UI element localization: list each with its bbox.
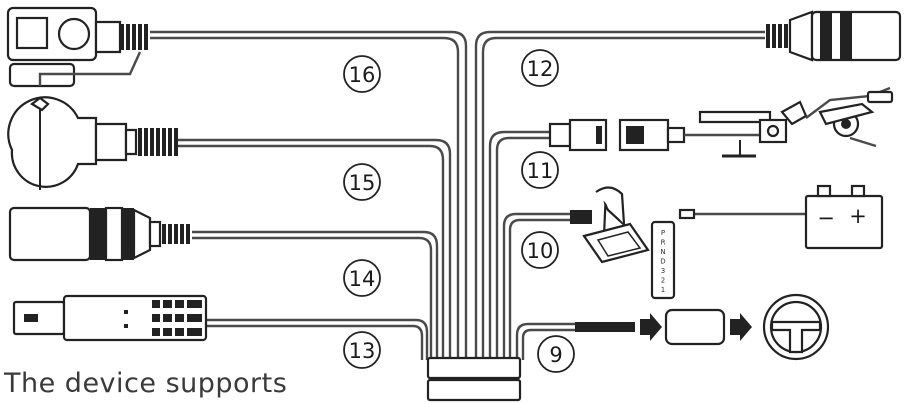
svg-text:9: 9 bbox=[549, 343, 562, 367]
label-16: 16 bbox=[343, 55, 381, 93]
control-box-icon bbox=[664, 308, 726, 346]
label-9: 9 bbox=[537, 335, 575, 373]
wire-bundle-right bbox=[474, 30, 765, 360]
gear-letter: 1 bbox=[661, 286, 665, 294]
arrow-right-icon bbox=[730, 313, 752, 341]
gear-letter: P bbox=[661, 229, 665, 237]
parking-brake-icon bbox=[548, 86, 894, 158]
svg-text:16: 16 bbox=[349, 63, 376, 87]
steering-wheel-icon bbox=[762, 293, 830, 361]
gear-letter: N bbox=[660, 248, 665, 256]
steering-chain bbox=[575, 293, 830, 361]
gear-letter: 2 bbox=[661, 277, 665, 285]
arrow-right-icon bbox=[640, 313, 662, 341]
gear-letter: 3 bbox=[661, 267, 665, 275]
svg-text:14: 14 bbox=[349, 267, 376, 291]
battery-minus-label: − bbox=[817, 206, 835, 230]
gps-antenna-icon bbox=[7, 96, 178, 190]
gear-letter: R bbox=[661, 239, 666, 247]
wire-bundle-left bbox=[150, 30, 468, 360]
camera-connector-icon bbox=[8, 206, 190, 262]
label-11: 11 bbox=[521, 151, 559, 189]
label-10: 10 bbox=[521, 231, 559, 269]
svg-text:15: 15 bbox=[349, 171, 376, 195]
svg-text:13: 13 bbox=[349, 339, 376, 363]
svg-text:10: 10 bbox=[527, 239, 554, 263]
label-13: 13 bbox=[343, 331, 381, 369]
caption-text: The device supports bbox=[4, 368, 288, 399]
audio-jack-icon bbox=[766, 10, 902, 62]
callout-labels: 16 15 14 13 12 11 10 9 bbox=[343, 49, 575, 373]
cable-harness-icon bbox=[426, 356, 522, 402]
battery-plus-label: + bbox=[849, 204, 867, 228]
dashcam-mount-icon bbox=[6, 6, 148, 88]
svg-text:11: 11 bbox=[527, 159, 554, 183]
label-15: 15 bbox=[343, 163, 381, 201]
battery-icon: − + bbox=[678, 184, 884, 250]
usb-plug-icon bbox=[12, 294, 208, 342]
svg-text:12: 12 bbox=[527, 57, 554, 81]
label-12: 12 bbox=[521, 49, 559, 87]
label-14: 14 bbox=[343, 259, 381, 297]
gear-letter: D bbox=[660, 258, 665, 266]
